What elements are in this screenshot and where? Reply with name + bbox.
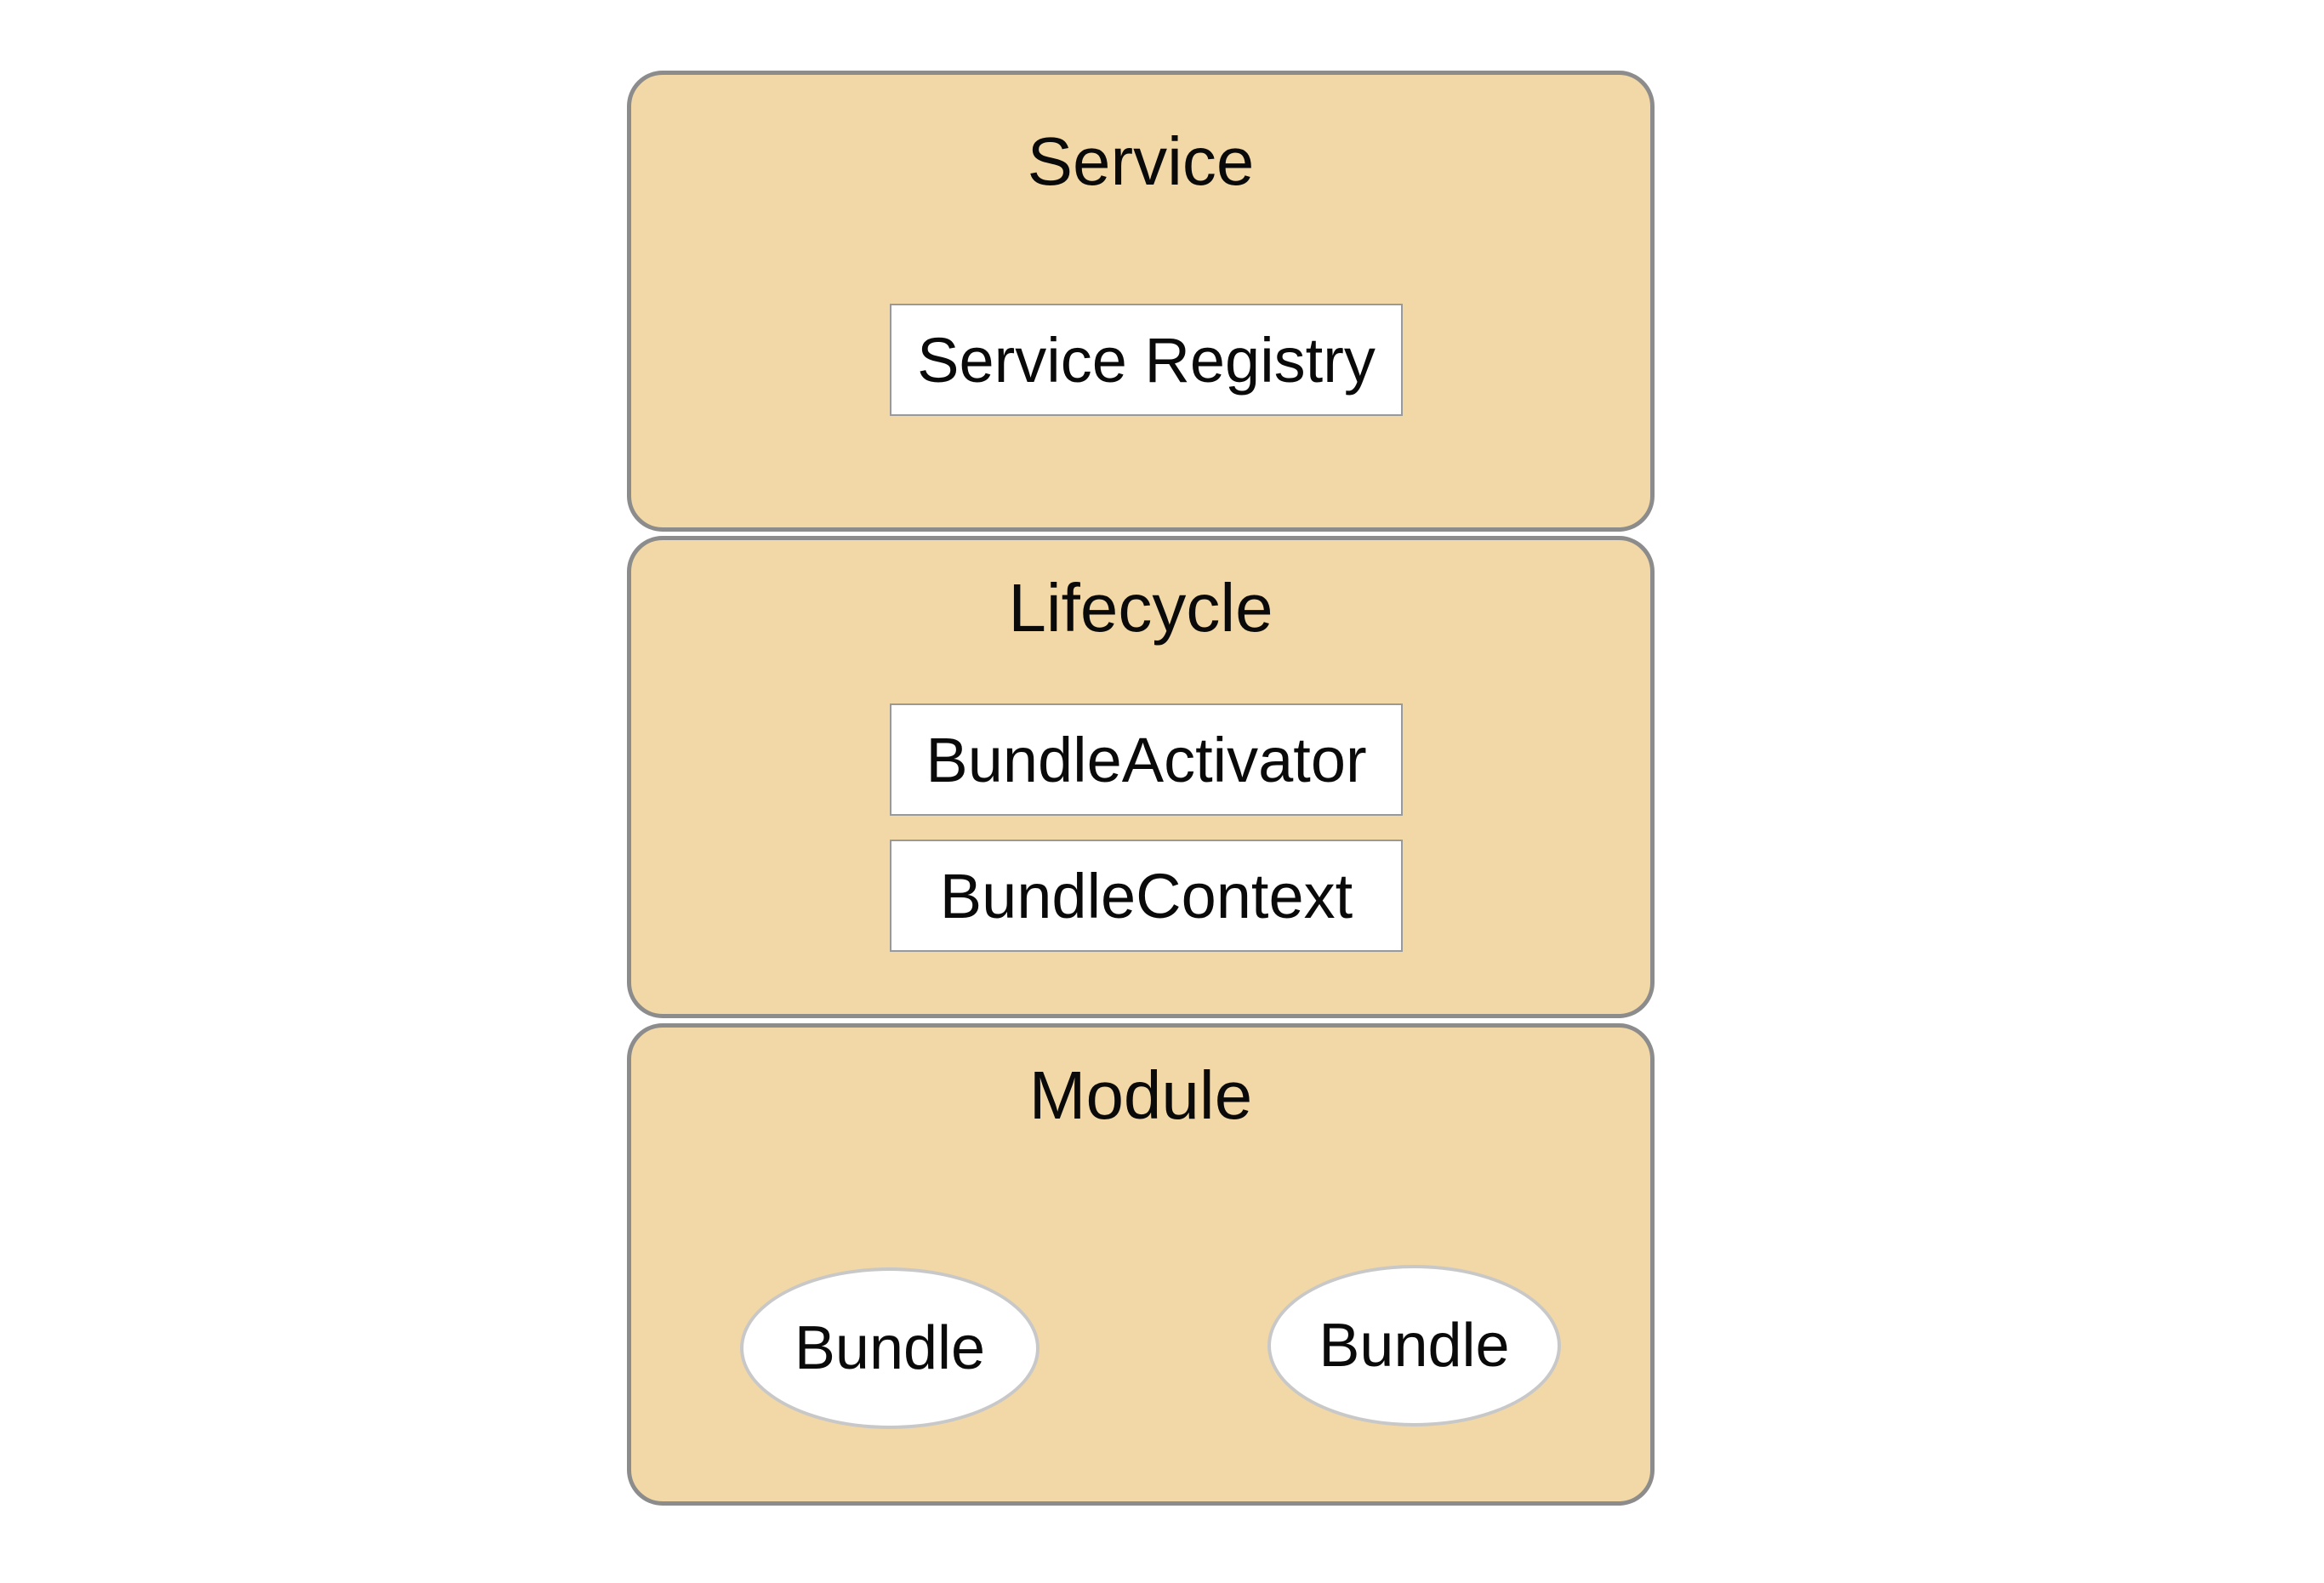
bundle-context-box: BundleContext [890,840,1403,952]
layer-lifecycle-title: Lifecycle [1008,570,1273,646]
layer-service-title: Service [1027,123,1255,199]
layer-module: Module Bundle Bundle [627,1023,1655,1506]
layer-service: Service Service Registry [627,71,1655,532]
bundle-ellipse-right: Bundle [1267,1265,1561,1426]
layer-lifecycle: Lifecycle BundleActivator BundleContext [627,536,1655,1018]
bundle-ellipse-left: Bundle [740,1267,1040,1429]
bundle-activator-box: BundleActivator [890,703,1403,816]
service-registry-box: Service Registry [890,304,1403,416]
layer-module-title: Module [1028,1057,1253,1133]
